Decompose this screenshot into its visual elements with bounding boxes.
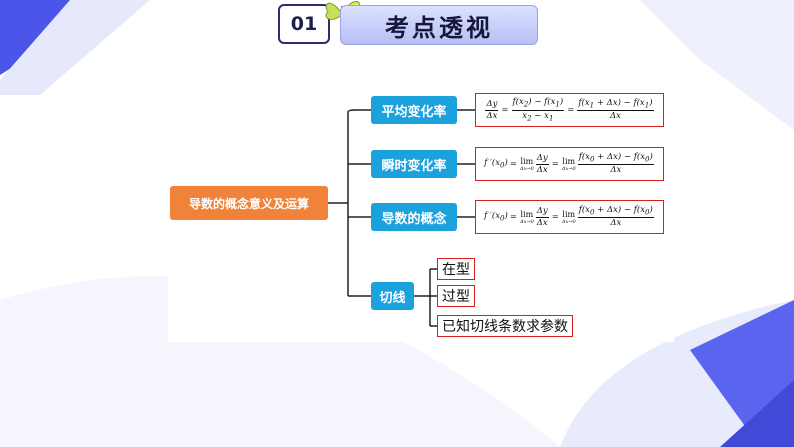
tangent-item-count-parameter: 已知切线条数求参数 — [437, 315, 573, 337]
root-node: 导数的概念意义及运算 — [170, 186, 328, 220]
section-number: 01 — [278, 4, 330, 44]
branch-derivative-concept: 导数的概念 — [371, 203, 457, 231]
branch-average-rate: 平均变化率 — [371, 96, 457, 124]
branch-tangent: 切线 — [371, 282, 414, 310]
tangent-item-through-point: 过型 — [437, 285, 475, 307]
tangent-item-at-point: 在型 — [437, 258, 475, 280]
section-title: 考点透视 — [340, 5, 538, 45]
branch-instantaneous-rate: 瞬时变化率 — [371, 150, 457, 178]
